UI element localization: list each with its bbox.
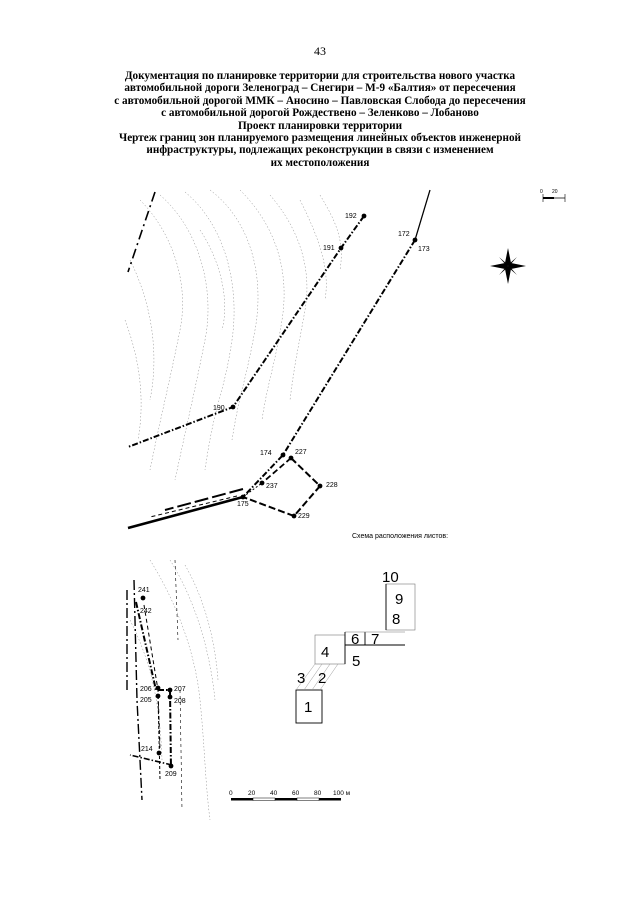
map-point [280, 452, 286, 458]
scale-tick-label: 20 [248, 790, 256, 797]
scale-tick-label: 80 [314, 790, 322, 797]
north-arrow-icon [490, 248, 526, 284]
map-point [168, 763, 174, 769]
sheet-number: 8 [392, 611, 400, 628]
title-line: Документация по планировке территории дл… [124, 70, 516, 82]
point-label: 172 [398, 231, 410, 238]
survey-points [140, 213, 418, 769]
scheme-caption: Схема расположения листов: [352, 533, 449, 540]
corner-scale-label: 20 [552, 189, 558, 195]
map-point [230, 404, 236, 410]
point-label: 214 [141, 746, 153, 753]
point-label: 207 [174, 686, 186, 693]
title-line: с автомобильной дорогой ММК – Аносино – … [114, 94, 526, 107]
point-label: 205 [140, 697, 152, 704]
point-label: 209 [165, 771, 177, 778]
sheet-number: 7 [371, 631, 379, 648]
map-point [338, 245, 344, 251]
point-label: 229 [298, 513, 310, 520]
corner-scale: 0 20 [540, 189, 566, 202]
map-point [361, 213, 367, 219]
sheet-number: 4 [321, 644, 329, 661]
sheet-layout-scheme: 1 2 3 4 5 6 7 8 9 10 [295, 569, 416, 724]
scale-bar: 0 20 40 60 80 100 м [229, 790, 351, 801]
sheet-number: 10 [382, 569, 399, 586]
title-line: автомобильной дороги Зеленоград – Снегир… [124, 82, 516, 95]
map-point [412, 237, 418, 243]
scale-tick-label: 40 [270, 790, 278, 797]
corner-scale-label: 0 [540, 189, 543, 195]
topographic-contours [124, 189, 342, 821]
scale-tick-label: 60 [292, 790, 300, 797]
point-label: 190 [213, 405, 225, 412]
map-point [167, 687, 173, 693]
map-point [240, 494, 246, 500]
map-point [156, 750, 162, 756]
point-label: 241 [138, 587, 150, 594]
title-line: инфраструктуры, подлежащих реконструкции… [146, 144, 494, 157]
map-point [167, 694, 173, 700]
map-point [155, 693, 161, 699]
sheet-4-frame [314, 634, 346, 665]
point-label: 242 [140, 608, 152, 615]
point-label: 191 [323, 245, 335, 252]
point-labels: 192 191 172 173 190 174 227 237 228 175 … [138, 213, 430, 778]
title-line: их местоположения [270, 156, 370, 169]
map-point [259, 480, 265, 486]
point-label: 227 [295, 449, 307, 456]
sheet-number: 2 [318, 670, 326, 687]
scale-tick-label: 0 [229, 790, 233, 797]
title-line: Чертеж границ зон планируемого размещени… [119, 132, 521, 145]
sheet-number: 1 [304, 699, 312, 716]
sheet-number: 6 [351, 631, 359, 648]
sheet-number: 5 [352, 653, 360, 670]
sheet-1-frame [295, 689, 323, 724]
point-label: 175 [237, 501, 249, 508]
point-label: 173 [418, 246, 430, 253]
boundary-lines [126, 189, 431, 811]
point-label: 237 [266, 483, 278, 490]
scale-tick-label: 100 м [333, 790, 351, 797]
map-point [140, 595, 146, 601]
document-title: Документация по планировке территории дл… [60, 70, 580, 169]
map-point [317, 483, 323, 489]
point-label: 208 [174, 698, 186, 705]
point-label: 206 [140, 686, 152, 693]
page-number: 43 [314, 44, 326, 58]
map-point [288, 455, 294, 461]
point-label: 192 [345, 213, 357, 220]
map-point [291, 513, 297, 519]
sheet-number: 9 [395, 591, 403, 608]
sheet-number: 3 [297, 670, 305, 687]
title-line: с автомобильной дорогой Рождествено – Зе… [161, 107, 479, 120]
map-point [155, 685, 161, 691]
point-label: 228 [326, 482, 338, 489]
point-label: 174 [260, 450, 272, 457]
title-line: Проект планировки территории [237, 119, 403, 132]
